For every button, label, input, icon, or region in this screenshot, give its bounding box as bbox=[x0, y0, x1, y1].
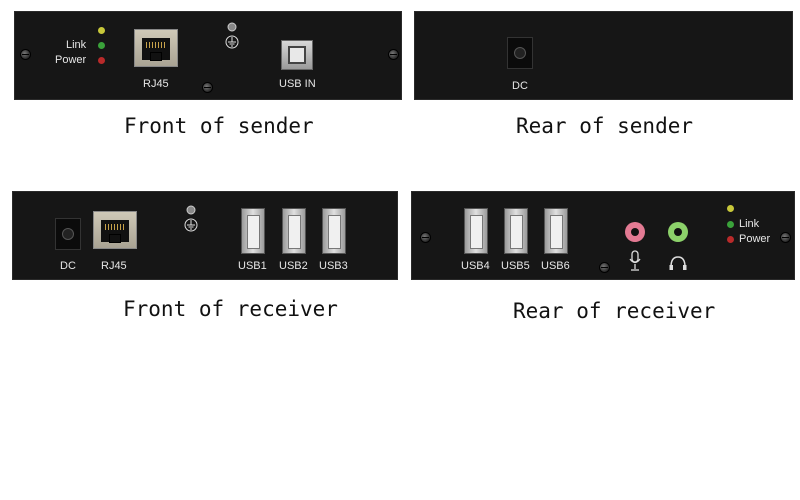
usb1-port bbox=[241, 208, 265, 254]
front-of-sender-panel: Link Power RJ45 USB IN bbox=[14, 11, 402, 100]
ground-icon bbox=[225, 22, 239, 49]
screw-bottom bbox=[599, 262, 610, 273]
led-top bbox=[98, 27, 105, 34]
caption-rear-of-sender: Rear of sender bbox=[516, 114, 694, 138]
led-label-link: Link bbox=[739, 218, 760, 230]
usb5-port bbox=[504, 208, 528, 254]
rj45-label: RJ45 bbox=[101, 260, 127, 272]
caption-front-of-sender: Front of sender bbox=[124, 114, 314, 138]
dc-label: DC bbox=[60, 260, 76, 272]
led-link bbox=[727, 221, 734, 228]
usb4-port bbox=[464, 208, 488, 254]
screw-left bbox=[420, 232, 431, 243]
led-power bbox=[727, 236, 734, 243]
usb2-label: USB2 bbox=[279, 260, 308, 272]
ground-icon bbox=[184, 205, 198, 232]
led-label-link: Link bbox=[66, 39, 87, 51]
usb4-label: USB4 bbox=[461, 260, 490, 272]
caption-rear-of-receiver: Rear of receiver bbox=[513, 299, 716, 323]
screw-center bbox=[202, 82, 213, 93]
usb6-port bbox=[544, 208, 568, 254]
screw-left bbox=[20, 49, 31, 60]
usb6-label: USB6 bbox=[541, 260, 570, 272]
usb-in-port bbox=[281, 40, 313, 70]
headphone-icon bbox=[669, 256, 687, 270]
usb2-port bbox=[282, 208, 306, 254]
rear-of-sender-panel: DC bbox=[414, 11, 793, 100]
led-link bbox=[98, 42, 105, 49]
dc-label: DC bbox=[512, 80, 528, 92]
led-power bbox=[98, 57, 105, 64]
microphone-icon bbox=[629, 250, 641, 271]
led-top bbox=[727, 205, 734, 212]
usb5-label: USB5 bbox=[501, 260, 530, 272]
usb3-port bbox=[322, 208, 346, 254]
usb1-label: USB1 bbox=[238, 260, 267, 272]
usb3-label: USB3 bbox=[319, 260, 348, 272]
rear-of-receiver-panel: USB4 USB5 USB6 Link Power bbox=[411, 191, 795, 280]
rj45-port bbox=[134, 29, 178, 67]
screw-right bbox=[388, 49, 399, 60]
led-label-power: Power bbox=[739, 233, 771, 245]
screw-right bbox=[780, 232, 791, 243]
headphone-jack bbox=[668, 222, 688, 242]
dc-jack bbox=[55, 218, 81, 250]
led-label-power: Power bbox=[55, 54, 87, 66]
caption-front-of-receiver: Front of receiver bbox=[123, 297, 338, 321]
front-of-receiver-panel: DC RJ45 USB1 USB2 USB3 bbox=[12, 191, 398, 280]
usb-in-label: USB IN bbox=[279, 78, 316, 90]
mic-jack bbox=[625, 222, 645, 242]
dc-jack bbox=[507, 37, 533, 69]
rj45-port bbox=[93, 211, 137, 249]
rj45-label: RJ45 bbox=[143, 78, 169, 90]
